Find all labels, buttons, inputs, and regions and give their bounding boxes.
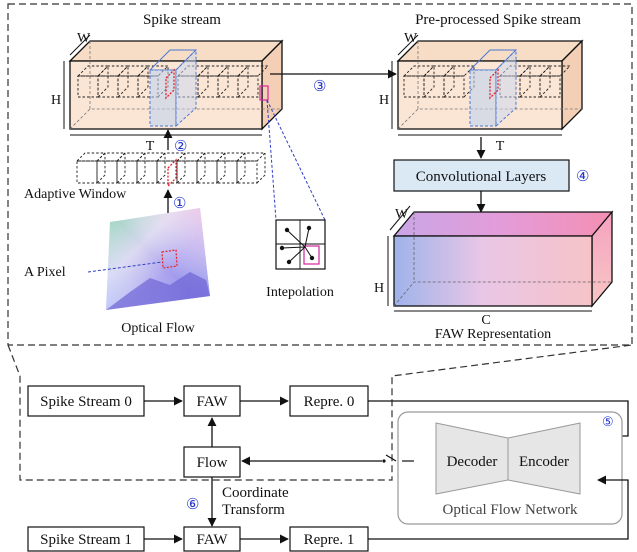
faw-representation-cube	[387, 205, 614, 312]
spike-stream-1-box	[27, 526, 145, 552]
switch-contact	[382, 459, 386, 463]
faw-1-label: FAW	[196, 532, 228, 548]
top-panel-frame	[7, 3, 633, 346]
step4-marker: ④	[576, 169, 589, 185]
pre-h-label: H	[379, 93, 389, 108]
pre-w-label: W	[404, 31, 418, 46]
network-label: Optical Flow Network	[443, 502, 578, 518]
spike-stream-1-label: Spike Stream 1	[40, 532, 132, 548]
step6-marker: ⑥	[186, 497, 199, 513]
zoom-connector	[7, 344, 633, 481]
preprocessed-title: Pre-processed Spike stream	[415, 12, 581, 28]
adaptive-window-label: Adaptive Window	[24, 187, 127, 202]
interpolation-label: Intepolation	[266, 285, 334, 300]
spike-stream-cube	[63, 34, 284, 136]
a-pixel-pointer	[87, 261, 163, 273]
arrow-repre1-encoder	[368, 475, 629, 540]
repre-1-label: Repre. 1	[304, 532, 355, 548]
coord-transform-line1: Coordinate	[222, 485, 289, 501]
encoder-label: Encoder	[519, 454, 569, 470]
faw-representation-label: FAW Representation	[435, 327, 551, 342]
conv-layers-box	[393, 159, 570, 192]
encoder-shape	[507, 422, 581, 495]
spike-h-label: H	[51, 93, 61, 108]
conv-layers-label: Convolutional Layers	[416, 169, 547, 185]
faw-h-label: H	[374, 281, 384, 296]
step2-marker: ②	[174, 139, 187, 155]
optical-flow-image	[106, 208, 210, 310]
repre-0-label: Repre. 0	[304, 394, 355, 410]
faw-0-box	[183, 385, 241, 417]
faw-0-label: FAW	[196, 394, 228, 410]
interpolation-inset	[266, 99, 326, 270]
spike-stream-title: Spike stream	[143, 12, 221, 28]
pre-t-label: T	[496, 139, 505, 154]
step3-marker: ③	[313, 79, 326, 95]
a-pixel-label: A Pixel	[24, 265, 66, 280]
coord-transform-line2: Transform	[222, 502, 285, 518]
spike-stream-0-label: Spike Stream 0	[40, 394, 132, 410]
faw-w-label: W	[395, 207, 409, 222]
preprocessed-cube	[391, 34, 584, 136]
step1-marker: ①	[173, 196, 186, 212]
spike-w-label: W	[77, 31, 91, 46]
faw-1-box	[183, 526, 241, 552]
adaptive-window	[75, 152, 267, 184]
switch-lever	[385, 454, 397, 462]
optical-flow-label: Optical Flow	[121, 321, 195, 336]
spike-t-label: T	[146, 139, 155, 154]
flow-label: Flow	[197, 455, 228, 471]
step5-marker: ⑤	[602, 414, 614, 429]
faw-c-label: C	[481, 313, 490, 328]
decoder-label: Decoder	[447, 454, 498, 470]
spike-stream-0-box	[27, 385, 145, 417]
adaptive-window-red-voxel	[167, 158, 177, 188]
repre-0-box	[289, 385, 369, 417]
